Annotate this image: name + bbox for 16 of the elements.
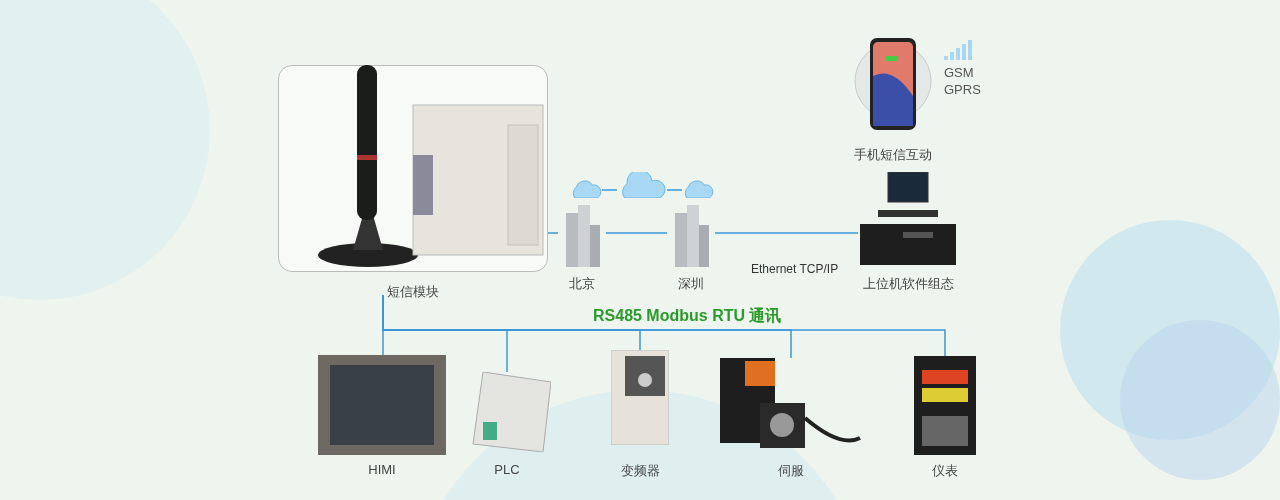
connector-line <box>666 189 683 191</box>
connector-line <box>714 232 859 234</box>
connector-line <box>601 189 618 191</box>
device-caption: 变频器 <box>620 462 660 480</box>
device-caption: 北京 <box>569 275 595 293</box>
connector-line <box>547 232 559 234</box>
device-caption: 上位机软件组态 <box>862 275 954 293</box>
device-caption: HIMI <box>368 462 396 477</box>
device-caption: 仪表 <box>932 462 958 480</box>
device-caption: PLC <box>494 462 520 477</box>
device-caption: 深圳 <box>678 275 704 293</box>
device-caption: 手机短信互动 <box>854 146 932 164</box>
device-caption: 伺服 <box>778 462 804 480</box>
connector-line <box>605 232 668 234</box>
connector-line <box>382 294 946 357</box>
device-caption: 短信模块 <box>387 283 439 301</box>
